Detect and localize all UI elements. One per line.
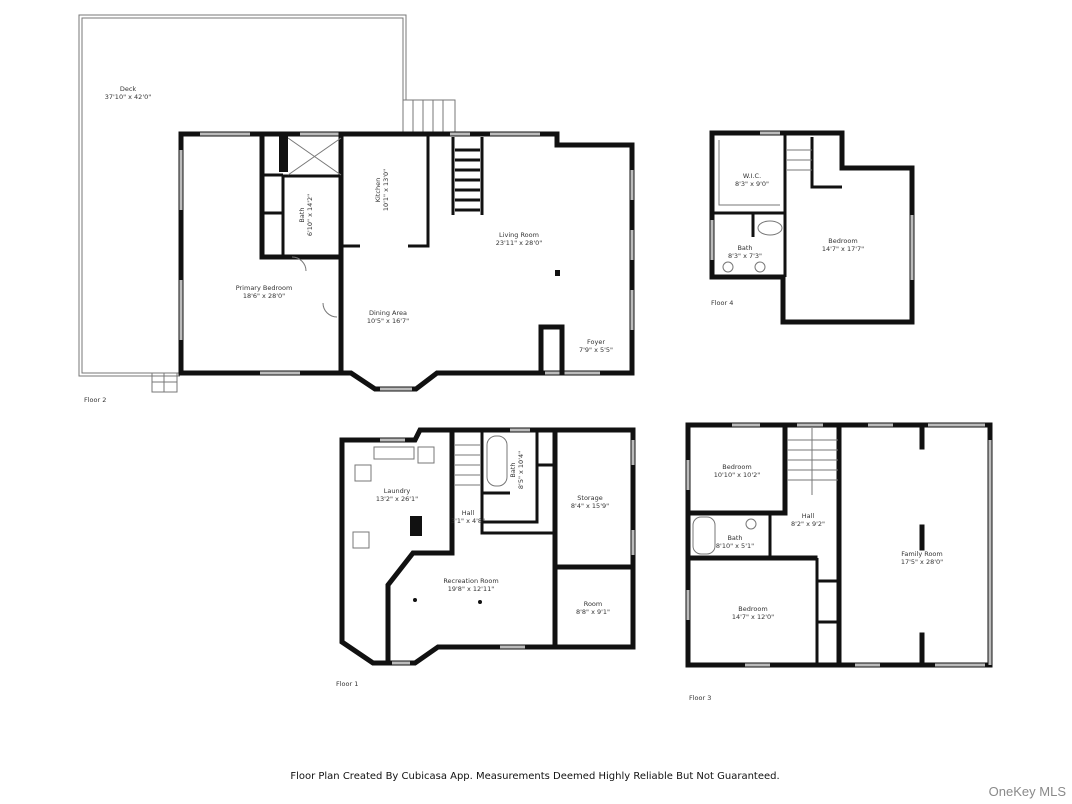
- room-name: Bedroom: [828, 237, 857, 245]
- deck-outline-inner: [78, 14, 407, 377]
- floor-1-windows: [380, 428, 635, 665]
- laundry-sink-icon: [373, 446, 415, 460]
- room-name: Bedroom: [722, 463, 751, 471]
- room-size: 8'10" x 5'1": [716, 542, 754, 550]
- room-name: Bedroom: [738, 605, 767, 613]
- floor-4-windows: [710, 131, 914, 280]
- room-size: 8'4" x 15'9": [571, 502, 609, 510]
- floor-label: Floor 1: [336, 680, 358, 688]
- floor-3-plan: Bedroom 10'10" x 10'2" Hall 8'2" x 9'2" …: [685, 422, 993, 702]
- room-size: 10'5" x 16'7": [367, 317, 409, 325]
- floor-1-plan: Laundry 13'2" x 26'1" Hall 3'1" x 4'8" B…: [336, 427, 636, 688]
- room-size: 8'3" x 9'0": [735, 180, 769, 188]
- room-name: Primary Bedroom: [236, 284, 293, 292]
- floor-3-windows: [686, 423, 992, 667]
- sink-icon: [745, 518, 757, 530]
- room-size: 14'7" x 17'7": [822, 245, 864, 253]
- room-size: 8'2" x 9'2": [791, 520, 825, 528]
- room-size: 10'1" x 13'0": [382, 169, 390, 211]
- room-name: Deck: [120, 85, 137, 93]
- room-size: 6'10" x 14'2": [306, 194, 314, 236]
- floor-2-windows: [179, 132, 634, 391]
- room-name: Recreation Room: [443, 577, 498, 585]
- room-name: Family Room: [901, 550, 943, 558]
- floor-3-interior-walls: [685, 422, 925, 668]
- floor-2-stairs: [451, 137, 484, 215]
- floor-4-stairs: [718, 140, 812, 206]
- sink-icon: [754, 261, 766, 273]
- room-size: 37'10" x 42'0": [105, 93, 151, 101]
- appliance-icon: [417, 446, 435, 464]
- room-size: 14'7" x 12'0": [732, 613, 774, 621]
- room-name: Storage: [577, 494, 602, 502]
- room-size: 13'2" x 26'1": [376, 495, 418, 503]
- room-size: 18'6" x 28'0": [243, 292, 285, 300]
- floor-label: Floor 2: [84, 396, 106, 404]
- floor-1-exterior-wall: [339, 427, 636, 666]
- room-name: Laundry: [384, 487, 411, 495]
- floor-4-exterior-wall: [709, 130, 915, 325]
- watermark: OneKey MLS: [989, 784, 1067, 799]
- bathtub-icon: [486, 435, 508, 487]
- room-name: Foyer: [587, 338, 605, 346]
- floor-1-stairs: [455, 444, 480, 486]
- room-name: Room: [584, 600, 603, 608]
- bathtub-icon: [757, 220, 783, 236]
- floor-4-interior-walls: [712, 133, 787, 277]
- floor-4-plan: W.I.C. 8'3" x 9'0" Bath 8'3" x 7'3" Bedr…: [709, 130, 915, 325]
- appliance-icon: [352, 531, 370, 549]
- floor-label: Floor 3: [689, 694, 711, 702]
- room-size: 8'8" x 9'1": [576, 608, 610, 616]
- disclaimer-text: Floor Plan Created By Cubicasa App. Meas…: [290, 771, 779, 782]
- bathtub-icon: [692, 516, 716, 555]
- room-name: Bath: [509, 462, 517, 477]
- room-name: Bath: [727, 534, 742, 542]
- room-name: Bath: [298, 207, 306, 222]
- room-size: 23'11" x 28'0": [496, 239, 542, 247]
- room-size: 7'9" x 5'5": [579, 346, 613, 354]
- floor-2-interior-walls: [259, 131, 565, 376]
- floor-3-stairs: [787, 428, 838, 495]
- sink-icon: [722, 261, 734, 273]
- room-name: Hall: [462, 509, 475, 517]
- floor-1-interior-walls: [352, 429, 636, 666]
- room-name: Kitchen: [374, 178, 382, 202]
- appliance-icon: [354, 464, 372, 482]
- room-name: Hall: [802, 512, 815, 520]
- room-name: Bath: [737, 244, 752, 252]
- floor-label: Floor 4: [711, 299, 733, 307]
- room-size: 8'3" x 7'3": [728, 252, 762, 260]
- room-name: Dining Area: [369, 309, 407, 317]
- room-size: 17'5" x 28'0": [901, 558, 943, 566]
- floor-2-plan: Deck 37'10" x 42'0" Primary Bedroom 18'6…: [78, 14, 635, 404]
- room-name: W.I.C.: [743, 172, 761, 180]
- room-size: 3'1" x 4'8": [451, 517, 485, 525]
- room-size: 10'10" x 10'2": [714, 471, 760, 479]
- room-size: 8'5" x 10'4": [517, 451, 525, 489]
- room-size: 19'8" x 12'11": [448, 585, 494, 593]
- door-swing: [291, 256, 338, 318]
- deck-outline: [81, 17, 404, 374]
- room-name: Living Room: [499, 231, 539, 239]
